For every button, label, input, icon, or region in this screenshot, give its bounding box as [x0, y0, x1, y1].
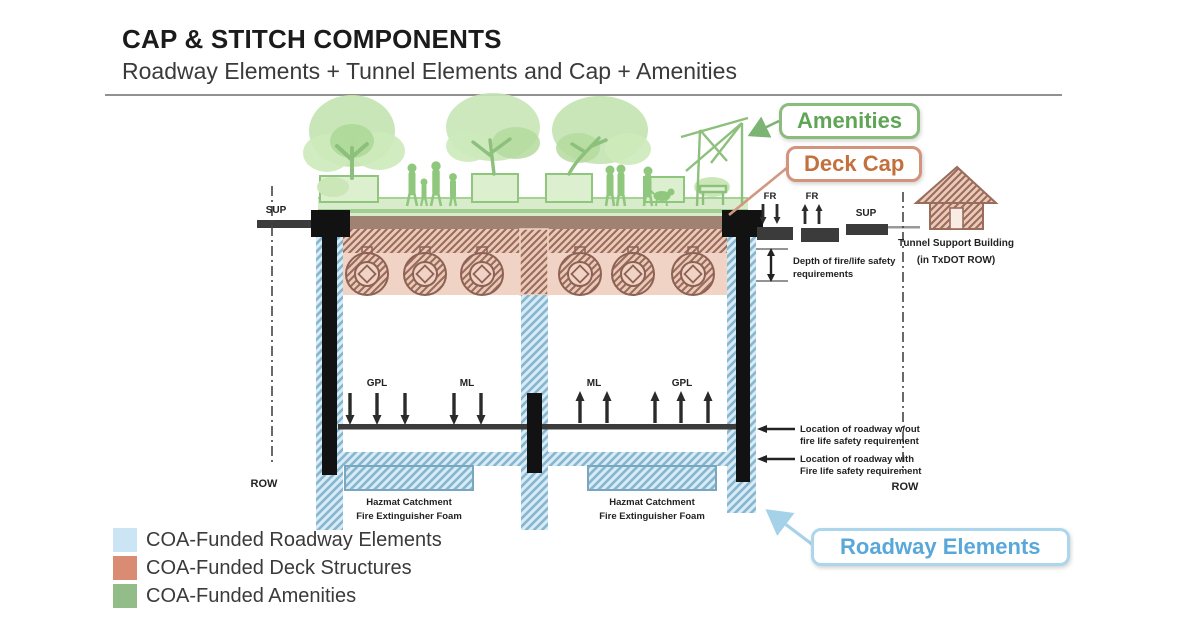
people-figures	[405, 161, 654, 207]
hazmat-left-line2: Fire Extinguisher Foam	[356, 511, 462, 522]
surface-roadway-bars	[257, 220, 920, 242]
roadway-elements-callout: Roadway Elements	[811, 528, 1070, 566]
roadway-callout-arrow	[765, 509, 814, 547]
loc-with-line1: Location of roadway with	[800, 454, 914, 465]
legend-swatch-deck	[113, 556, 137, 580]
lane-arrows-right-up	[575, 391, 713, 423]
tunnel-support-building	[913, 165, 999, 230]
legend-label-roadway: COA-Funded Roadway Elements	[146, 528, 442, 551]
roadway-location-arrows	[757, 425, 795, 463]
legend-item-amenities: COA-Funded Amenities	[113, 582, 442, 610]
page-title: CAP & STITCH COMPONENTS	[122, 24, 502, 54]
shrub	[317, 177, 349, 197]
loc-without-line2: fire life safety requirement	[800, 436, 920, 447]
hazmat-right-line1: Hazmat Catchment	[609, 497, 695, 508]
center-column	[527, 393, 542, 473]
row-label-left: ROW	[251, 478, 279, 490]
sup-label-right: SUP	[856, 208, 877, 219]
fr-label-1: FR	[764, 191, 777, 202]
left-column	[322, 237, 337, 475]
deck-cap-callout-line	[728, 165, 789, 217]
legend-item-roadway: COA-Funded Roadway Elements	[113, 526, 442, 554]
amenities-park-scene	[303, 93, 749, 217]
ground-line-to-building	[888, 226, 920, 229]
depth-annotation	[756, 248, 788, 282]
hazmat-left-line1: Hazmat Catchment	[366, 497, 452, 508]
deck-cap-callout: Deck Cap	[786, 146, 923, 182]
hazmat-right-line2: Fire Extinguisher Foam	[599, 511, 705, 522]
fr-arrows	[759, 204, 823, 224]
amenities-callout-arrow	[747, 116, 780, 138]
tsb-label-line2: (in TxDOT ROW)	[917, 255, 995, 266]
loc-without-line1: Location of roadway w/out	[800, 424, 921, 435]
gpl-label-right: GPL	[672, 378, 693, 389]
depth-text-line1: Depth of fire/life safety	[793, 256, 896, 267]
tsb-label-line1: Tunnel Support Building	[898, 238, 1014, 249]
deck-slab-band	[318, 216, 760, 229]
row-label-right: ROW	[892, 481, 920, 493]
legend: COA-Funded Roadway Elements COA-Funded D…	[113, 526, 442, 610]
shade-canopy-structure	[680, 116, 749, 207]
fr-bar-1	[757, 227, 793, 240]
structural-columns	[311, 210, 763, 482]
sup-bar-left	[257, 220, 311, 228]
row-lines	[271, 186, 904, 470]
hazmat-catchment-left	[344, 465, 474, 491]
tunnel-jet-fans	[345, 246, 715, 296]
deck-cap-structure	[318, 216, 760, 296]
legend-label-deck: COA-Funded Deck Structures	[146, 556, 412, 579]
tree	[446, 93, 540, 176]
hazmat-catchment-right	[587, 465, 717, 491]
right-column-cap	[722, 210, 763, 237]
fr-bar-2	[801, 228, 839, 242]
tree	[303, 95, 405, 180]
ml-label-left: ML	[460, 378, 474, 389]
lane-arrows-left-down	[345, 393, 486, 425]
loc-with-line2: Fire life safety requirement	[800, 466, 922, 477]
sup-bar-right	[846, 224, 888, 235]
page-subtitle: Roadway Elements + Tunnel Elements and C…	[122, 58, 737, 84]
legend-item-deck: COA-Funded Deck Structures	[113, 554, 442, 582]
fr-label-2: FR	[806, 191, 819, 202]
amenities-callout: Amenities	[779, 103, 921, 139]
header-divider	[105, 94, 1062, 96]
legend-swatch-amenities	[113, 584, 137, 608]
gpl-label-left: GPL	[367, 378, 388, 389]
right-column	[736, 237, 750, 482]
legend-swatch-roadway	[113, 528, 137, 552]
deck-center-divider	[519, 228, 549, 296]
tree	[552, 96, 651, 176]
legend-label-amenities: COA-Funded Amenities	[146, 584, 357, 607]
ml-label-right: ML	[587, 378, 601, 389]
dog-figure	[649, 188, 675, 207]
sup-label-left: SUP	[266, 205, 287, 216]
building-door	[949, 207, 964, 230]
left-column-cap	[311, 210, 350, 237]
depth-text-line2: requirements	[793, 269, 853, 280]
